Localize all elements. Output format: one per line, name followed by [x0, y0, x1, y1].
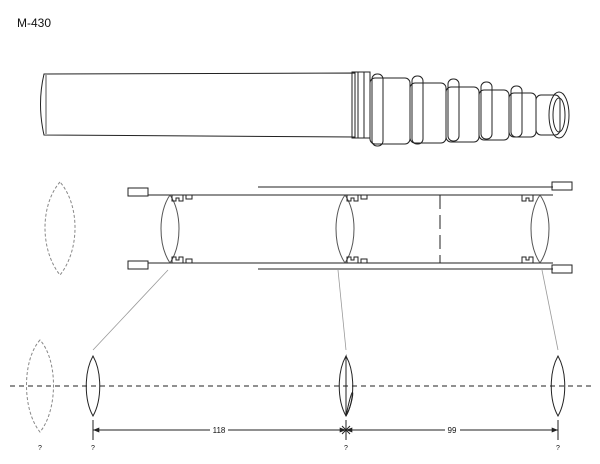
clip-2-bottom [346, 256, 359, 263]
clip-3-top [521, 195, 534, 202]
leader-2 [337, 269, 347, 351]
dashed-lens-schematic [26, 339, 54, 433]
dimension-label-118: 118 [213, 426, 226, 435]
lens-2-label: ? [344, 445, 348, 452]
lens-2-section [335, 194, 355, 264]
diagram-title: M-430 [17, 16, 51, 30]
dashed-lens-label: ? [38, 445, 42, 452]
flange-top-left [127, 187, 149, 197]
leader-lines [92, 269, 559, 351]
flange-bottom-left [127, 260, 149, 270]
clip-1-bottom [171, 256, 184, 263]
lens-2-schematic-right [345, 355, 354, 417]
lens-3-section [530, 194, 550, 264]
lens-3-schematic [550, 354, 566, 418]
dashed-lens-top [44, 181, 76, 276]
eyepiece-inner [552, 97, 566, 133]
ring-5 [510, 85, 523, 138]
lens-1-schematic [85, 354, 101, 418]
eyepiece-outer [548, 91, 570, 139]
notch-2-top [360, 194, 368, 200]
notch-1-bottom [185, 258, 193, 264]
ring-1 [371, 73, 384, 147]
main-tube [40, 72, 356, 138]
lens-3-label: ? [556, 445, 560, 452]
lens-1-label: ? [91, 445, 95, 452]
leader-3 [541, 269, 559, 351]
lens-2-schematic [338, 354, 354, 418]
optical-schematic [10, 339, 595, 440]
ring-4 [480, 81, 493, 140]
section-4 [478, 89, 510, 141]
cross-section [44, 181, 573, 276]
section-1 [369, 77, 411, 145]
flange-bottom-right [551, 264, 573, 274]
ring-2 [411, 75, 424, 145]
notch-2-bottom [360, 258, 368, 264]
section-2 [409, 82, 447, 144]
notch-1-top [185, 194, 193, 200]
clip-2-top [346, 195, 359, 202]
flange-top-right [551, 181, 573, 191]
clip-3-bottom [521, 256, 534, 263]
section-6 [535, 94, 561, 136]
leader-1 [92, 269, 169, 351]
lens-1-section [160, 194, 180, 264]
telescope-exterior [40, 71, 570, 147]
ring-3 [447, 78, 460, 142]
dimension-label-99: 99 [448, 426, 457, 435]
section-3 [445, 86, 480, 143]
clip-1-top [171, 195, 184, 202]
